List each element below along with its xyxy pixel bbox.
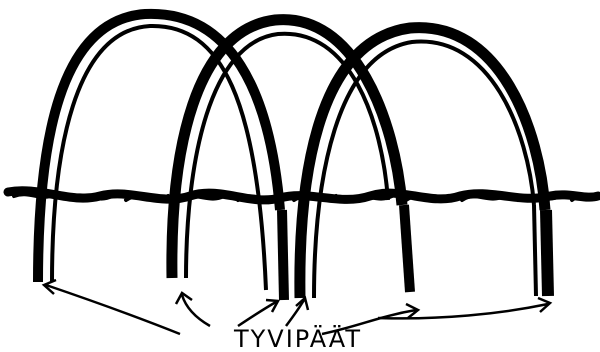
arch-left-outer-stroke (38, 14, 280, 282)
pole-ends-label: TYVIPÄÄT (0, 326, 598, 352)
arch-right-right-leg-inner (534, 205, 536, 296)
arrow-4-line (286, 300, 304, 326)
arch-right (300, 28, 548, 298)
arch-left-right-leg (282, 210, 284, 300)
arch-middle-right-leg (404, 205, 410, 292)
arch-right-right-leg (546, 210, 548, 296)
arrow-2-line (182, 295, 210, 326)
arrow-3-line (238, 302, 276, 326)
arch-left-inner-stroke (52, 26, 266, 290)
arch-left (38, 14, 284, 300)
arch-right-outer-stroke (300, 28, 545, 298)
rope (8, 191, 598, 200)
